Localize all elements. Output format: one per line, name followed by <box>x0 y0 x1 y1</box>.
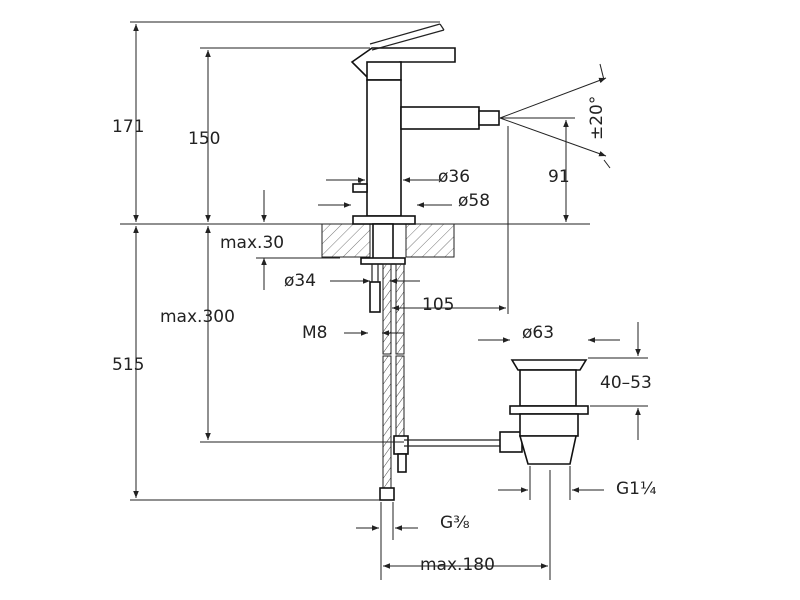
dimension-lines <box>130 21 648 580</box>
waste-drain <box>509 359 589 465</box>
label-171: 171 <box>112 117 144 137</box>
dimension-labels: 171 150 91 ±20° ø36 ø58 max.30 ø34 105 m… <box>112 96 656 575</box>
label-dia63: ø63 <box>522 323 554 343</box>
label-515: 515 <box>112 355 144 375</box>
popup-linkage <box>404 431 523 453</box>
label-max180: max.180 <box>420 555 495 575</box>
label-max300: max.300 <box>160 307 235 327</box>
label-g3-8: G⅜ <box>440 513 470 533</box>
label-91: 91 <box>548 167 570 187</box>
label-m8: M8 <box>302 323 327 343</box>
label-150: 150 <box>188 129 220 149</box>
countertop <box>120 223 590 258</box>
label-max30: max.30 <box>220 233 284 253</box>
label-angle: ±20° <box>587 96 607 140</box>
label-105: 105 <box>422 295 454 315</box>
flex-hoses <box>379 263 409 501</box>
label-40-53: 40–53 <box>600 373 652 393</box>
label-g1-quarter: G1¼ <box>616 479 656 499</box>
label-dia58: ø58 <box>458 191 490 211</box>
label-dia34: ø34 <box>284 271 316 291</box>
label-dia36: ø36 <box>438 167 470 187</box>
mixer-body <box>350 23 500 313</box>
